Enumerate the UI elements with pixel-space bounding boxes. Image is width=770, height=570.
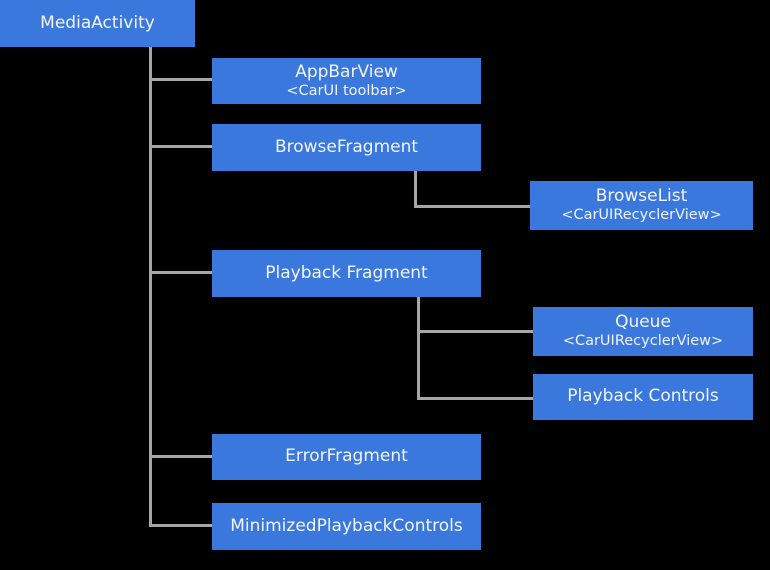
node-minimized-playback-controls[interactable]: MinimizedPlaybackControls <box>212 503 481 550</box>
connector-media-activity-to-browse-fragment <box>149 145 214 148</box>
node-queue-title: Queue <box>615 312 671 333</box>
connector-media-activity-to-app-bar-view <box>149 78 214 81</box>
node-browse-list-title: BrowseList <box>595 186 688 207</box>
connector-media-activity-trunk <box>149 47 152 527</box>
node-error-fragment[interactable]: ErrorFragment <box>212 434 481 480</box>
connector-media-activity-to-error-fragment <box>149 455 214 458</box>
node-browse-list[interactable]: BrowseList <CarUIRecyclerView> <box>530 181 753 230</box>
node-playback-controls-title: Playback Controls <box>567 386 719 407</box>
connector-media-activity-to-playback-fragment <box>149 271 214 274</box>
node-app-bar-view-subtitle: <CarUI toolbar> <box>286 82 407 99</box>
node-browse-fragment-title: BrowseFragment <box>274 136 419 157</box>
node-media-activity[interactable]: MediaActivity <box>0 0 195 47</box>
node-playback-controls[interactable]: Playback Controls <box>533 374 753 420</box>
node-app-bar-view[interactable]: AppBarView <CarUI toolbar> <box>212 58 481 104</box>
connector-playback-fragment-to-queue <box>417 330 535 333</box>
node-queue-subtitle: <CarUIRecyclerView> <box>562 333 724 350</box>
node-browse-list-subtitle: <CarUIRecyclerView> <box>561 207 722 224</box>
connector-browse-fragment-to-browse-list <box>414 205 532 208</box>
connector-playback-fragment-to-playback-controls <box>417 397 535 400</box>
node-minimized-playback-controls-title: MinimizedPlaybackControls <box>230 515 463 536</box>
node-playback-fragment[interactable]: Playback Fragment <box>212 250 481 297</box>
connector-playback-fragment-trunk <box>417 297 420 400</box>
node-media-activity-title: MediaActivity <box>40 12 155 33</box>
connector-media-activity-to-minimized-playback-controls <box>149 524 214 527</box>
node-app-bar-view-title: AppBarView <box>295 61 398 82</box>
connector-browse-fragment-trunk <box>414 171 417 208</box>
node-error-fragment-title: ErrorFragment <box>285 446 408 467</box>
node-playback-fragment-title: Playback Fragment <box>265 262 428 283</box>
node-queue[interactable]: Queue <CarUIRecyclerView> <box>533 307 753 356</box>
node-browse-fragment[interactable]: BrowseFragment <box>212 124 481 171</box>
